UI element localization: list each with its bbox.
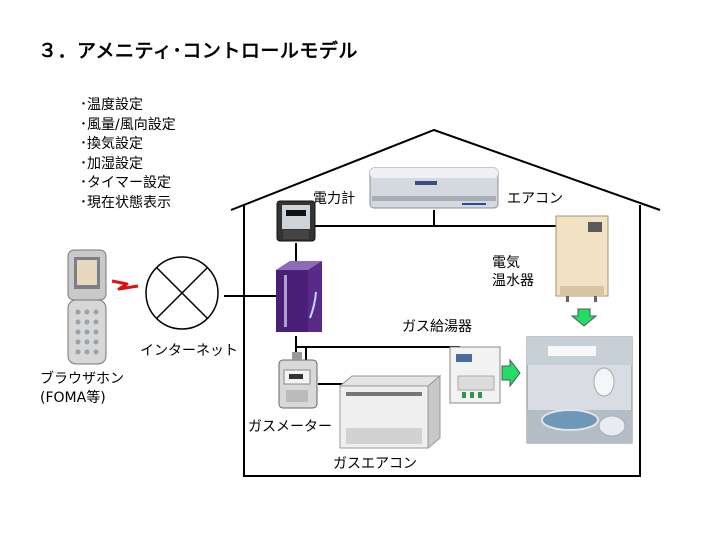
gas-meter-icon bbox=[278, 352, 318, 409]
mobile-phone-icon bbox=[67, 249, 107, 365]
gas-water-heater-label: ガス給湯器 bbox=[402, 319, 472, 335]
power-meter-icon bbox=[276, 200, 316, 242]
house-outline bbox=[230, 128, 661, 477]
internet-icon bbox=[145, 256, 219, 330]
internet-label: インターネット bbox=[140, 343, 238, 359]
feature-item-temperature: ･温度設定 bbox=[80, 97, 143, 113]
browser-phone-label-line2: (FOMA等) bbox=[40, 390, 106, 406]
feature-item-humidify: ･加湿設定 bbox=[80, 155, 143, 172]
electric-water-heater-icon bbox=[555, 215, 609, 302]
feature-list: ･温度設定 ･風量/風向設定 ･換気設定 ･加湿設定 ･タイマー設定 ･現在状態… bbox=[80, 96, 176, 213]
feature-item-ventilation: ･換気設定 bbox=[80, 136, 143, 152]
air-conditioner-icon bbox=[369, 167, 499, 209]
power-meter-label: 電力計 bbox=[313, 191, 355, 207]
air-conditioner-label: エアコン bbox=[507, 191, 563, 207]
connection-lines bbox=[224, 210, 556, 385]
electric-water-heater-label-line2: 温水器 bbox=[492, 273, 534, 289]
arrow-down-icon bbox=[570, 308, 598, 327]
arrow-right-icon bbox=[501, 358, 521, 388]
gas-air-conditioner-label: ガスエアコン bbox=[333, 456, 417, 472]
feature-item-airflow: ･風量/風向設定 bbox=[80, 116, 176, 133]
feature-item-status: ･現在状態表示 bbox=[80, 194, 171, 211]
wireless-signal-icon bbox=[111, 279, 139, 291]
bathroom-image bbox=[526, 336, 633, 444]
electric-water-heater-label-line1: 電気 bbox=[492, 255, 520, 271]
browser-phone-label-line1: ブラウザホン bbox=[40, 371, 124, 387]
gas-air-conditioner-icon bbox=[338, 374, 442, 450]
feature-item-timer: ･タイマー設定 bbox=[80, 175, 171, 191]
page-title: ３．アメニティ･コントロールモデル bbox=[38, 40, 358, 62]
home-server-icon bbox=[276, 261, 322, 332]
gas-meter-label: ガスメーター bbox=[248, 419, 332, 435]
gas-water-heater-icon bbox=[449, 346, 501, 404]
